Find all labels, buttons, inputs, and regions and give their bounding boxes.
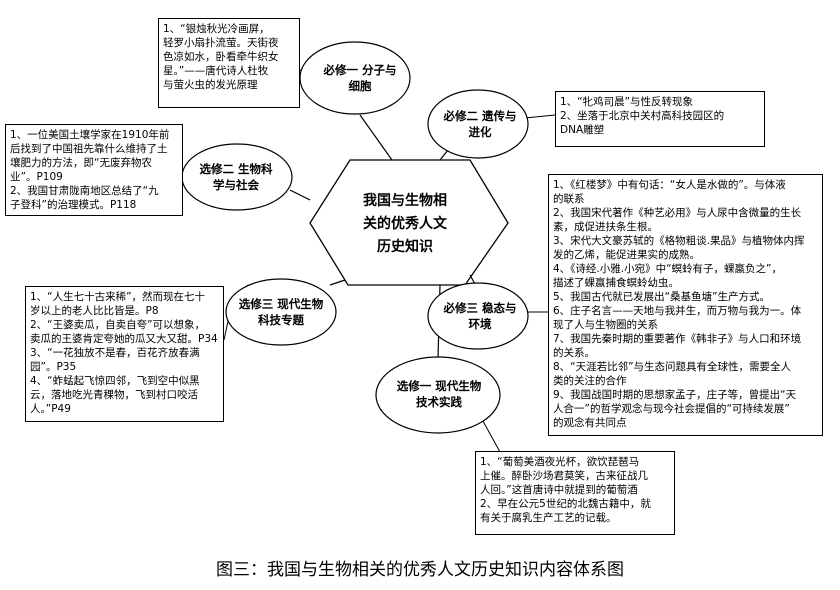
note-b5-line-4: 素，成促进扶条生根。 — [553, 221, 658, 233]
note-b5-line-12: 7、我国先秦时期的重要著作《韩非子》与人口和环境 — [553, 333, 802, 345]
note-b3-line-5: 2、我国甘肃陇南地区总结了“九 — [10, 185, 159, 197]
center-title-line-2: 关的优秀人文 — [363, 216, 447, 232]
note-b6-line-1: 1、“葡萄美酒夜光杯，欲饮琵琶马 — [480, 456, 640, 468]
figure-caption: 图三：我国与生物相关的优秀人文历史知识内容体系图 — [216, 560, 624, 580]
note-b5-line-3: 2、我国宋代著作《种艺必用》与人尿中含微量的生长 — [553, 207, 802, 219]
note-b2-line-3: DNA雕塑 — [560, 124, 605, 136]
note-b5-line-16: 9、我国战国时期的思想家孟子，庄子等，曾提出“天 — [553, 389, 797, 401]
node-label-n2: 必修二 遗传与进化 — [443, 109, 517, 139]
note-b5-line-8: 描述了蜾蠃捕食螟蛉幼虫。 — [553, 277, 679, 289]
note-b1-line-2: 轻罗小扇扑流萤。天街夜 — [163, 37, 279, 49]
note-b3-line-4: 业”。P109 — [10, 171, 63, 183]
center-title-line-3: 历史知识 — [377, 239, 433, 255]
note-b4-line-9: 人。”P49 — [30, 403, 71, 415]
note-b6-line-4: 2、早在公元5世纪的北魏古籍中，就 — [480, 498, 651, 510]
node-ellipse-n5 — [427, 282, 529, 350]
note-b5-line-6: 发的乙烯，能促进果实的成熟。 — [553, 249, 700, 261]
node-label-n3: 选修二 生物科学与社会 — [199, 162, 273, 192]
note-b2-line-2: 2、坐落于北京中关村高科技园区的 — [560, 110, 725, 122]
note-b5-line-17: 人合一”的哲学观念与现今社会提倡的“可持续发展” — [553, 403, 790, 415]
node-label-n5: 必修三 稳态与环境 — [443, 301, 517, 331]
node-ellipse-n2 — [427, 89, 529, 159]
node-label-n1: 必修一 分子与细胞 — [323, 63, 397, 93]
note-b4-line-1: 1、“人生七十古来稀”，然而现在七十 — [30, 291, 206, 303]
note-b5-line-9: 5、我国古代就已发展出“桑基鱼塘”生产方式。 — [553, 291, 771, 303]
node-ellipse-n1 — [299, 41, 411, 115]
note-b2-line-1: 1、“牝鸡司晨”与性反转现象 — [560, 96, 694, 108]
note-b5-line-2: 的联系 — [553, 193, 585, 205]
note-b4-line-2: 岁以上的老人比比皆是。P8 — [30, 305, 159, 317]
connector-n4 — [329, 279, 346, 286]
note-b5-line-5: 3、宋代大文豪苏轼的《格物粗谈.果品》与植物体内挥 — [553, 235, 805, 247]
note-box-b3: 1、一位美国土壤学家在1910年前 后找到了中国祖先靠什么维持了土 壤肥力的方法… — [5, 124, 183, 216]
note-b3-line-2: 后找到了中国祖先靠什么维持了土 — [10, 143, 168, 155]
note-b5-line-13: 的关系。 — [553, 347, 595, 359]
link-n2-box — [524, 114, 556, 119]
note-b1-line-1: 1、“银烛秋光冷画屏， — [163, 23, 270, 35]
note-b3-line-6: 子登科”的治理模式。P118 — [10, 199, 137, 211]
center-title-line-1: 我国与生物相 — [363, 193, 447, 209]
note-box-b6: 1、“葡萄美酒夜光杯，欲饮琵琶马 上催。醉卧沙场君莫笑，古来征战几 人回。”这首… — [475, 451, 675, 535]
note-b5-line-1: 1、《红楼梦》中有句话：“女人是水做的”。与体液 — [553, 179, 786, 191]
note-b3-line-3: 壤肥力的方法，即“无废弃物农 — [10, 157, 152, 169]
note-b1-line-5: 与萤火虫的发光原理 — [163, 79, 258, 91]
note-b6-line-5: 有关于腐乳生产工艺的记载。 — [480, 512, 617, 524]
note-b4-line-7: 4、“蚱蜢起飞惊四邻，飞到空中似黑 — [30, 375, 200, 387]
node-ellipse-n4 — [225, 278, 337, 346]
note-b5-line-18: 的观念有共同点 — [553, 417, 627, 429]
note-b6-line-2: 上催。醉卧沙场君莫笑，古来征战几 — [480, 470, 648, 482]
note-b4-line-3: 2、“王婆卖瓜，自卖自夸”可以想象， — [30, 319, 206, 331]
note-b1-line-4: 星。”——唐代诗人杜牧 — [163, 65, 269, 77]
note-b6-line-3: 人回。”这首唐诗中就提到的葡萄酒 — [480, 484, 638, 496]
note-box-b2: 1、“牝鸡司晨”与性反转现象 2、坐落于北京中关村高科技园区的 DNA雕塑 — [555, 91, 765, 147]
note-box-b4: 1、“人生七十古来稀”，然而现在七十 岁以上的老人比比皆是。P8 2、“王婆卖瓜… — [25, 286, 224, 422]
note-b4-line-6: 园”。P35 — [30, 361, 77, 373]
node-label-n4: 选修三 现代生物科技专题 — [238, 297, 324, 327]
center-title: 我国与生物相 关的优秀人文 历史知识 — [350, 190, 460, 259]
note-b4-line-5: 3、“一花独放不是春，百花齐放春满 — [30, 347, 200, 359]
note-b5-line-10: 6、庄子名言——天地与我并生，而万物与我为一。体 — [553, 305, 802, 317]
connector-n3 — [289, 189, 311, 201]
note-b5-line-11: 现了人与生物圈的关系 — [553, 319, 658, 331]
node-ellipse-n6 — [375, 356, 501, 434]
note-b3-line-1: 1、一位美国土壤学家在1910年前 — [10, 129, 170, 141]
note-b4-line-4: 卖瓜的王婆肯定夸她的瓜又大又甜。P34 — [30, 333, 218, 345]
note-b5-line-7: 4、《诗经.小雅.小宛》中“螟蛉有子，蜾蠃负之”， — [553, 263, 782, 275]
note-b5-line-14: 8、“天涯若比邻”与生态问题具有全球性，需要全人 — [553, 361, 792, 373]
note-b1-line-3: 色凉如水，卧看牵牛织女 — [163, 51, 279, 63]
note-box-b1: 1、“银烛秋光冷画屏， 轻罗小扇扑流萤。天街夜 色凉如水，卧看牵牛织女 星。”—… — [158, 18, 300, 108]
note-b5-line-15: 类的关注的合作 — [553, 375, 627, 387]
connector-n1 — [359, 114, 393, 161]
note-b4-line-8: 云，落地吃光青稞物，飞到村口咬活 — [30, 389, 198, 401]
note-box-b5: 1、《红楼梦》中有句话：“女人是水做的”。与体液 的联系 2、我国宋代著作《种艺… — [548, 174, 823, 436]
node-label-n6: 选修一 现代生物技术实践 — [396, 379, 482, 409]
